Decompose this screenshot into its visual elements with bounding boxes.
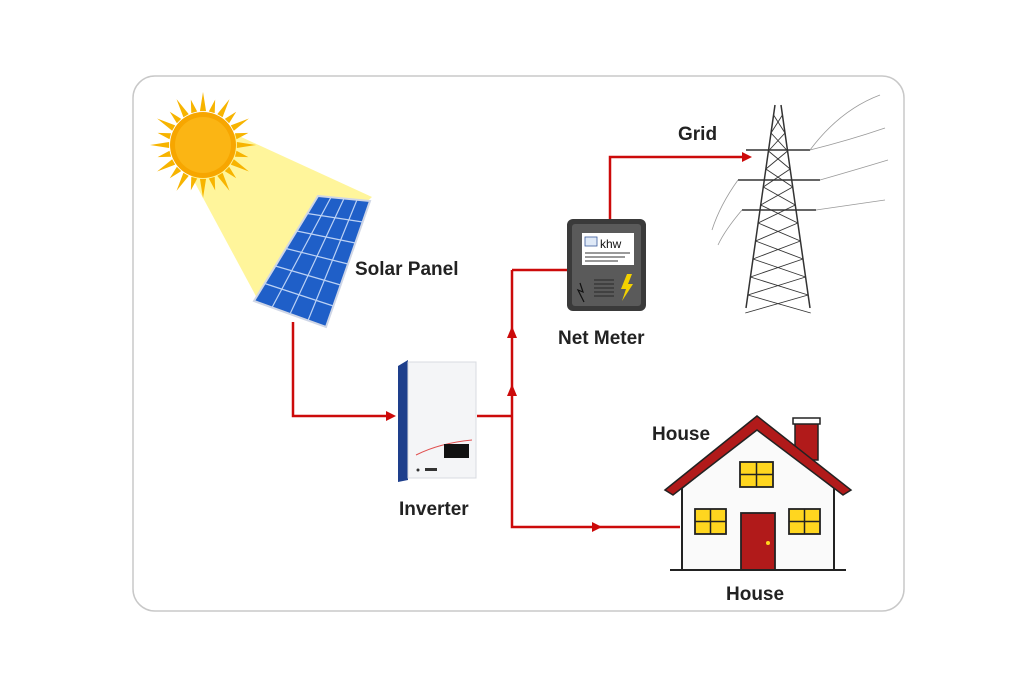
transmission-tower-icon	[711, 94, 889, 314]
inverter-label: Inverter	[399, 499, 469, 520]
house-label-bottom: House	[726, 584, 784, 605]
grid-label: Grid	[678, 124, 717, 145]
house-label-top: House	[652, 424, 710, 445]
solar-panel-label: Solar Panel	[355, 259, 459, 280]
net-meter-icon: khw	[567, 219, 646, 311]
wiring	[291, 152, 752, 532]
sunlight-beam	[188, 125, 372, 300]
house-icon	[663, 415, 853, 571]
solar-panel-icon	[252, 194, 372, 329]
sun-icon	[150, 92, 256, 198]
net-meter-label: Net Meter	[558, 328, 645, 349]
inverter-icon	[398, 360, 477, 482]
meter-display-text: khw	[600, 237, 622, 251]
